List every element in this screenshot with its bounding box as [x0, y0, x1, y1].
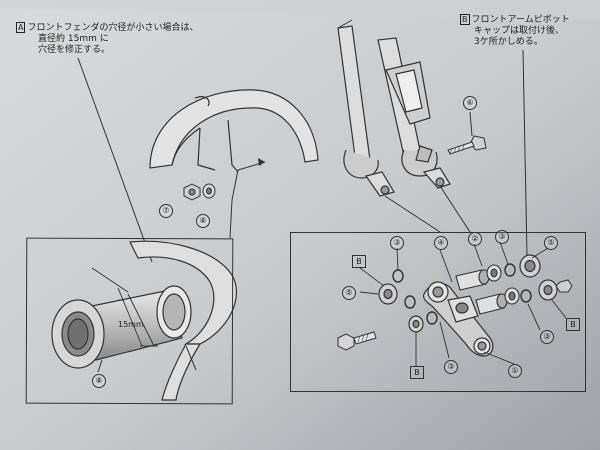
note-a-line-2: 直径約 15mm に: [38, 34, 109, 44]
dimension-lines: [91, 267, 158, 347]
front-fender: [149, 89, 319, 173]
leader-note-b: [522, 49, 528, 257]
pivot-bolt-long: [337, 331, 377, 351]
callout-5-b: ⑤: [342, 286, 356, 300]
callout-3-b: ③: [495, 230, 509, 244]
collar-tube: [51, 285, 192, 369]
fender-nut: [183, 183, 201, 201]
pivot-nut: [555, 279, 573, 293]
note-b-line-3: 3ケ所かしめる。: [474, 37, 543, 47]
note-b-letter: B: [460, 14, 470, 25]
callout-leaders: [359, 241, 567, 366]
leader-note-a: [77, 57, 153, 263]
callout-3-a: ③: [390, 236, 404, 250]
note-b-line-2: キャップは取付け後、: [474, 26, 565, 36]
note-a-letter: A: [16, 22, 26, 33]
callout-3-d: ③: [540, 330, 554, 344]
note-a-line-1: フロントフェンダの穴径が小さい場合は、: [27, 23, 199, 33]
pivot-sleeves: [455, 264, 520, 315]
callout-3-c: ③: [444, 360, 458, 374]
b-label-right: B: [566, 318, 580, 331]
callout-4: ④: [434, 236, 448, 250]
b-label-left: B: [352, 255, 366, 268]
b-label-bottom: B: [410, 366, 424, 379]
detail-frame-right: [290, 232, 586, 392]
front-fork-frame: [337, 25, 451, 197]
callout-1: ①: [508, 364, 522, 378]
dimension-label: 15mm: [118, 320, 144, 329]
note-a-line-3: 穴径を修正する。: [38, 45, 111, 55]
callout-7: ⑦: [159, 204, 173, 218]
callout-2: ②: [468, 232, 482, 246]
callout-5-a: ⑤: [544, 236, 558, 250]
callout-8-top: ⑧: [196, 214, 210, 228]
note-b-line-1: フロントアームピボット: [471, 15, 570, 25]
callout-6: ⑥: [463, 96, 477, 110]
pivot-bolt-top: [447, 135, 487, 155]
pivot-arm: [422, 281, 494, 357]
fender-washer: [202, 183, 216, 199]
callout-8-detail: ⑧: [92, 374, 106, 388]
pivot-caps: [378, 254, 558, 333]
